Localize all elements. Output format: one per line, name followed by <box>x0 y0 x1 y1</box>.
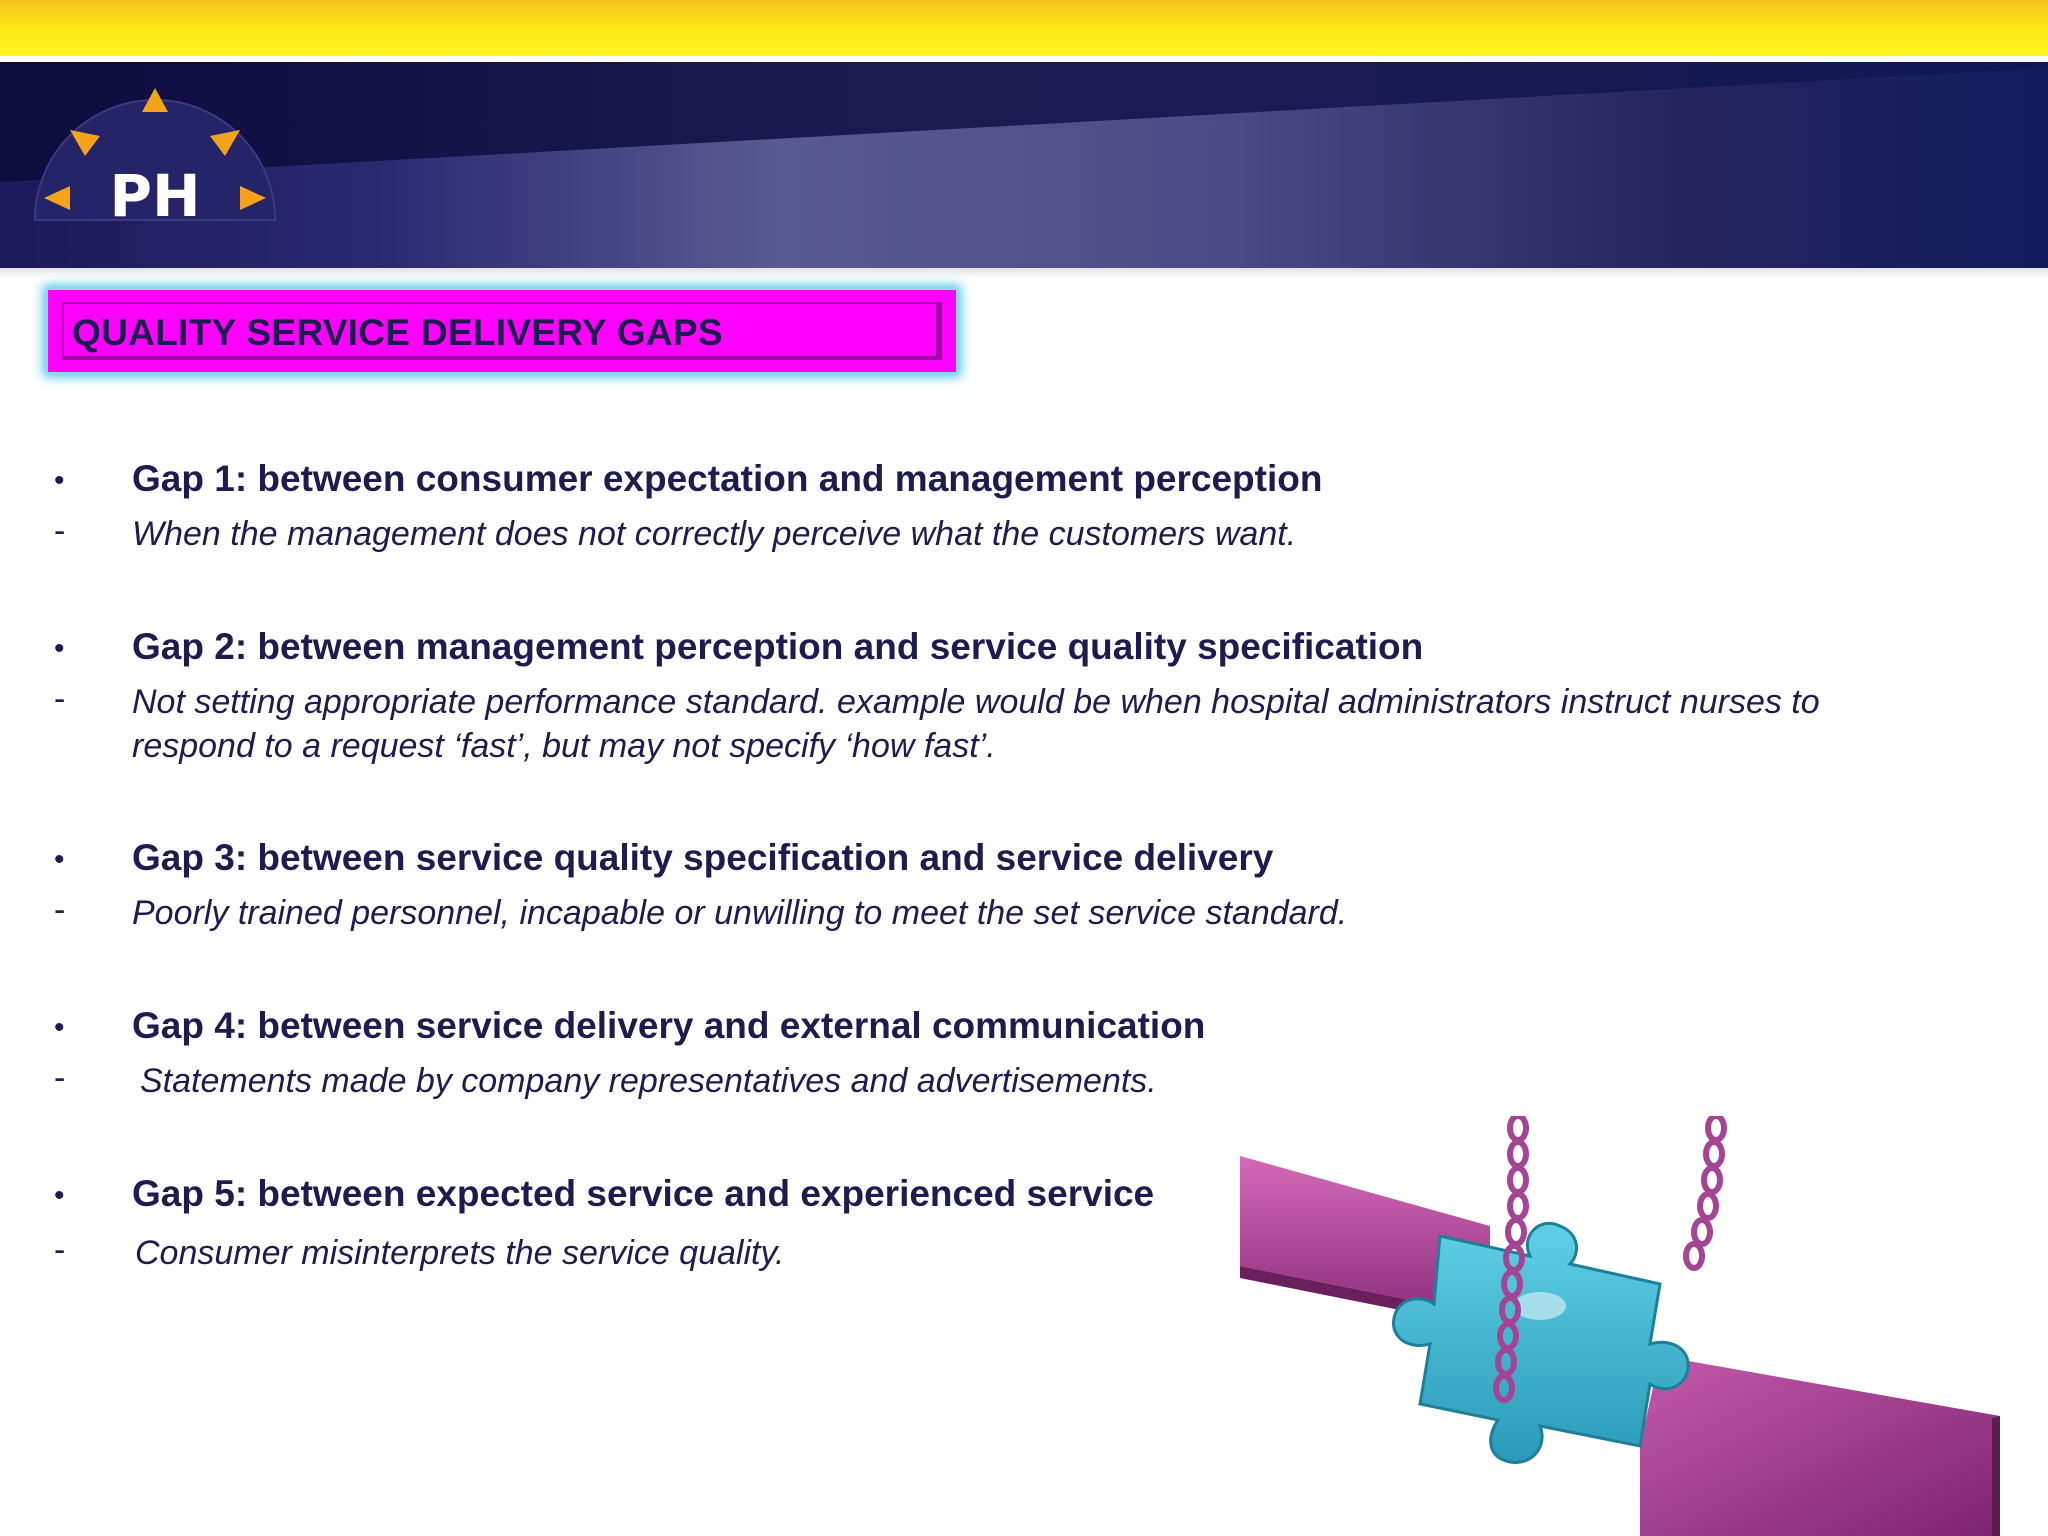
bullet-marker: • <box>54 1179 65 1212</box>
header-bottom-line <box>0 268 2048 278</box>
bullet-marker: • <box>54 464 65 497</box>
dash-marker: - <box>54 1231 66 1269</box>
page-title: QUALITY SERVICE DELIVERY GAPS <box>72 312 723 353</box>
gap-1-description: When the management does not correctly p… <box>132 515 1297 553</box>
dash-marker: - <box>54 512 66 550</box>
bullet-marker: • <box>54 632 65 665</box>
title-box <box>46 288 958 374</box>
chain-left <box>1493 1116 1529 1403</box>
dash-marker: - <box>54 891 66 929</box>
bullet-marker: • <box>54 843 65 876</box>
gap-4-description: Statements made by company representativ… <box>140 1062 1157 1100</box>
bullet-marker: • <box>54 1011 65 1044</box>
right-plank <box>1640 1356 2000 1536</box>
gap-2-heading: Gap 2: between management perception and… <box>132 626 1424 667</box>
gap-3-heading: Gap 3: between service quality specifica… <box>132 837 1274 878</box>
dash-marker: - <box>54 1059 66 1097</box>
logo-text: PH <box>109 162 200 228</box>
gap-1-heading: Gap 1: between consumer expectation and … <box>132 458 1323 499</box>
puzzle-bridge-chains-icon <box>1240 1116 2000 1536</box>
puzzle-piece <box>1392 1221 1690 1464</box>
chain-right <box>1683 1116 1727 1271</box>
title-box-bevel <box>62 302 942 360</box>
gap-5-heading: Gap 5: between expected service and expe… <box>132 1173 1155 1214</box>
gap-4-heading: Gap 4: between service delivery and exte… <box>132 1005 1206 1046</box>
header-band <box>0 62 2048 268</box>
top-yellow-stripe <box>0 0 2048 56</box>
dash-marker: - <box>54 680 66 718</box>
sun-arrows-logo-icon: PH <box>33 88 277 228</box>
header-band-diagonal-shading <box>0 62 2048 182</box>
gap-2-description: Not setting appropriate performance stan… <box>132 683 1820 765</box>
gap-3-description: Poorly trained personnel, incapable or u… <box>132 894 1348 932</box>
left-plank <box>1240 1156 1490 1316</box>
gap-5-description: Consumer misinterprets the service quali… <box>135 1234 785 1272</box>
